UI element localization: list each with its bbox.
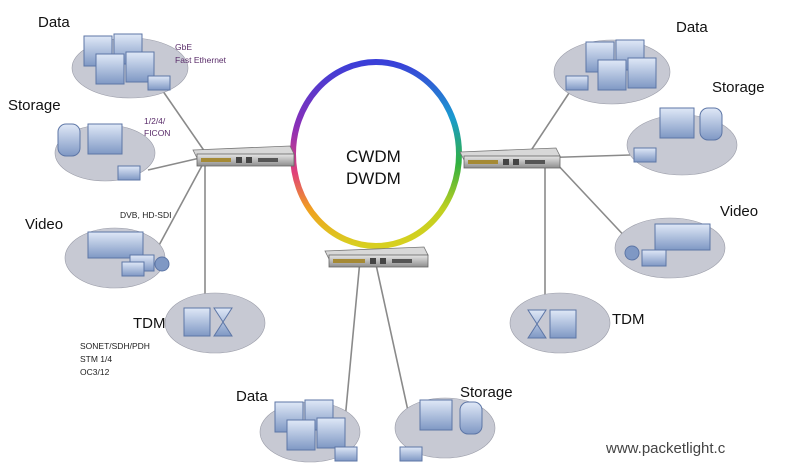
tdm-icon — [527, 309, 577, 339]
label-tdm-right: TDM — [612, 311, 645, 328]
switch-right — [459, 147, 561, 169]
label-gbe: GbE — [175, 42, 192, 52]
server-icon — [274, 399, 346, 451]
ring-label-dwdm: DWDM — [346, 169, 401, 188]
label-data-bottom: Data — [236, 388, 268, 405]
video-icon — [624, 223, 711, 267]
tdm-icon — [183, 307, 233, 337]
label-fast-ethernet: Fast Ethernet — [175, 55, 227, 65]
label-storage-left: Storage — [8, 97, 61, 114]
storage-icon — [57, 123, 123, 157]
label-video-right: Video — [720, 203, 758, 220]
watermark: www.packetlight.c — [606, 440, 726, 457]
server-icon — [83, 33, 155, 85]
label-data-right: Data — [676, 19, 708, 36]
access-units — [117, 75, 657, 462]
label-stm: STM 1/4 — [80, 354, 112, 364]
ring-label-cwdm: CWDM — [346, 147, 401, 166]
switch-left — [192, 145, 295, 167]
label-oc: OC3/12 — [80, 367, 110, 377]
label-ficon: FICON — [144, 128, 170, 138]
switch-bottom — [324, 246, 429, 268]
label-data-left: Data — [38, 14, 70, 31]
storage-icon — [419, 399, 483, 435]
label-storage-right: Storage — [712, 79, 765, 96]
label-tdm-left: TDM — [133, 315, 166, 332]
label-fc: 1/2/4/ — [144, 116, 166, 126]
label-storage-bottom: Storage — [460, 384, 513, 401]
label-sonet: SONET/SDH/PDH — [80, 341, 150, 351]
label-dvb: DVB, HD-SDI — [120, 210, 171, 220]
label-video-left: Video — [25, 216, 63, 233]
server-icon — [585, 39, 657, 91]
dwdm-ring: CWDM DWDM — [290, 59, 462, 249]
storage-icon — [659, 107, 723, 141]
